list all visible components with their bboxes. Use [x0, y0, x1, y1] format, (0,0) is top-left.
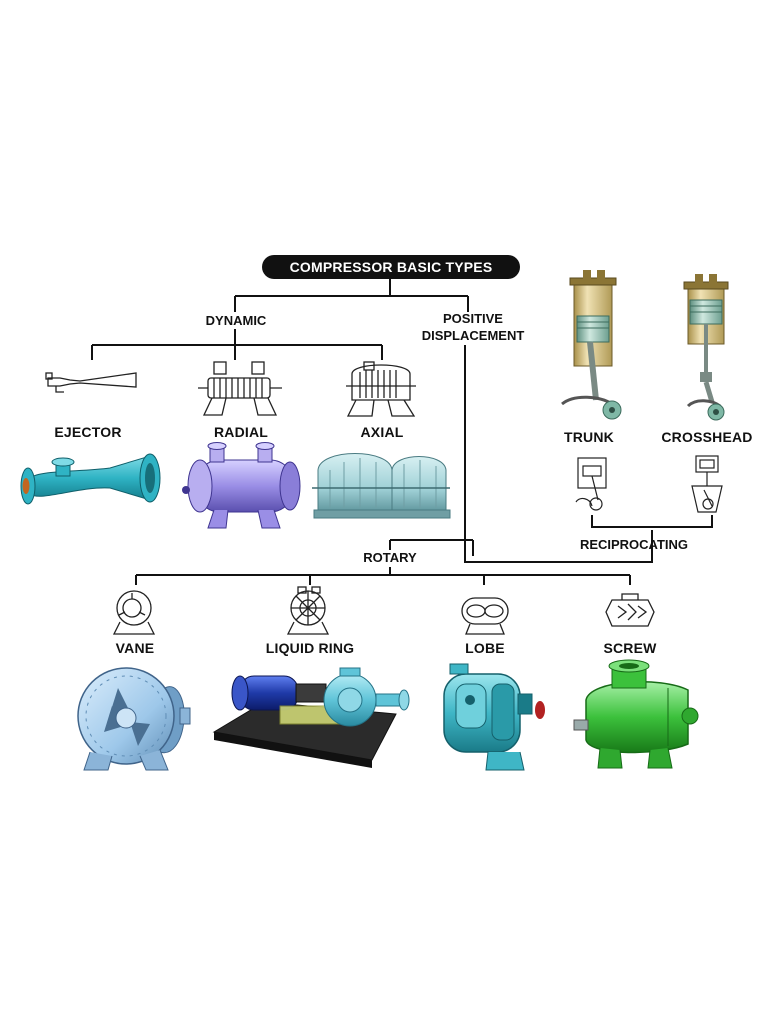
radial-schematic	[198, 361, 282, 416]
label-displacement: DISPLACEMENT	[421, 328, 525, 343]
vane-render	[77, 667, 191, 771]
label-lobe: LOBE	[465, 640, 505, 656]
axial-render	[312, 453, 451, 519]
crosshead-render	[683, 274, 729, 421]
trunk-render	[561, 270, 622, 420]
radial-render	[182, 442, 301, 529]
label-vane: VANE	[115, 640, 155, 656]
axial-schematic	[346, 361, 416, 417]
label-rotary: ROTARY	[363, 550, 417, 565]
label-reciprocating: RECIPROCATING	[579, 537, 689, 552]
label-axial: AXIAL	[360, 424, 404, 440]
liquid-ring-schematic	[286, 586, 330, 635]
label-trunk: TRUNK	[564, 429, 614, 445]
screw-render	[573, 659, 699, 769]
lobe-render	[443, 663, 545, 771]
liquid-ring-render	[212, 667, 410, 768]
lobe-schematic	[461, 597, 509, 635]
ejector-schematic	[45, 372, 137, 393]
label-screw: SCREW	[603, 640, 657, 656]
label-dynamic: DYNAMIC	[205, 313, 267, 328]
crosshead-schematic	[691, 455, 723, 513]
label-positive: POSITIVE	[443, 311, 503, 326]
label-radial: RADIAL	[213, 424, 269, 440]
tree-connectors	[91, 279, 713, 585]
diagram-title: COMPRESSOR BASIC TYPES	[262, 255, 520, 279]
label-liquid-ring: LIQUID RING	[265, 640, 355, 656]
label-crosshead: CROSSHEAD	[661, 429, 753, 445]
trunk-schematic	[575, 457, 607, 511]
ejector-render	[20, 453, 161, 505]
vane-schematic	[112, 590, 156, 635]
label-ejector: EJECTOR	[54, 424, 122, 440]
screw-schematic	[605, 593, 655, 627]
